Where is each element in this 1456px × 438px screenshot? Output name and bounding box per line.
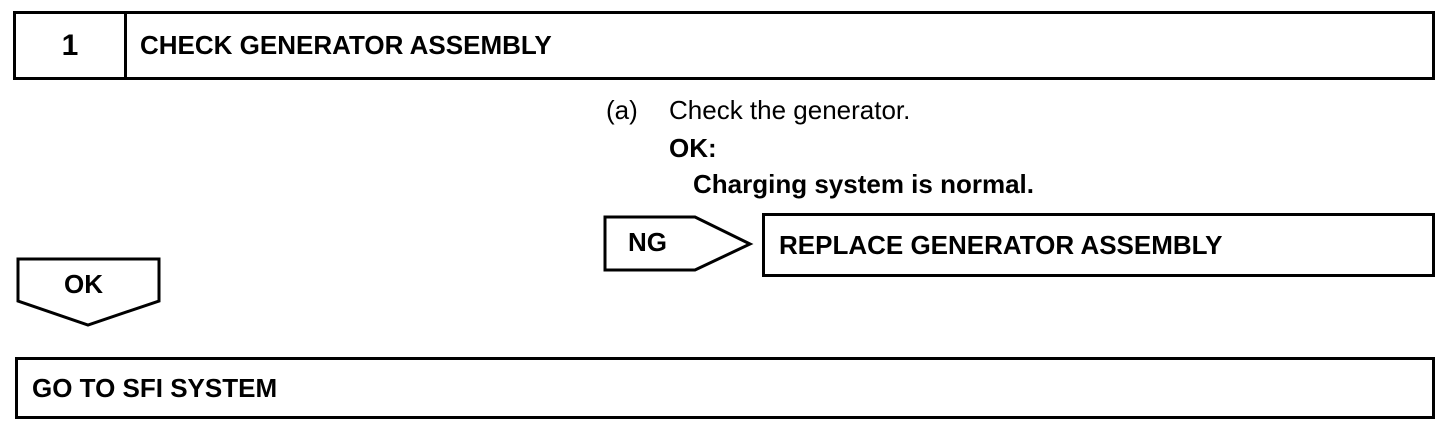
step-header: 1 CHECK GENERATOR ASSEMBLY xyxy=(13,11,1435,80)
ok-arrow-icon xyxy=(16,257,161,327)
step-number: 1 xyxy=(16,14,127,77)
ng-arrow-icon xyxy=(603,215,754,272)
instruction-text: Check the generator. xyxy=(669,95,911,125)
instruction-prefix: (a) xyxy=(606,95,638,125)
ok-criteria-label: OK: xyxy=(669,133,717,163)
ng-action-box: REPLACE GENERATOR ASSEMBLY xyxy=(762,213,1435,277)
final-action-text: GO TO SFI SYSTEM xyxy=(32,372,278,403)
ok-branch-label: OK xyxy=(64,269,103,299)
ng-action-text: REPLACE GENERATOR ASSEMBLY xyxy=(779,229,1223,260)
step-title: CHECK GENERATOR ASSEMBLY xyxy=(140,30,552,60)
ok-criteria-result: Charging system is normal. xyxy=(693,169,1034,199)
ng-branch-label: NG xyxy=(628,227,667,257)
final-action-box: GO TO SFI SYSTEM xyxy=(15,357,1435,419)
